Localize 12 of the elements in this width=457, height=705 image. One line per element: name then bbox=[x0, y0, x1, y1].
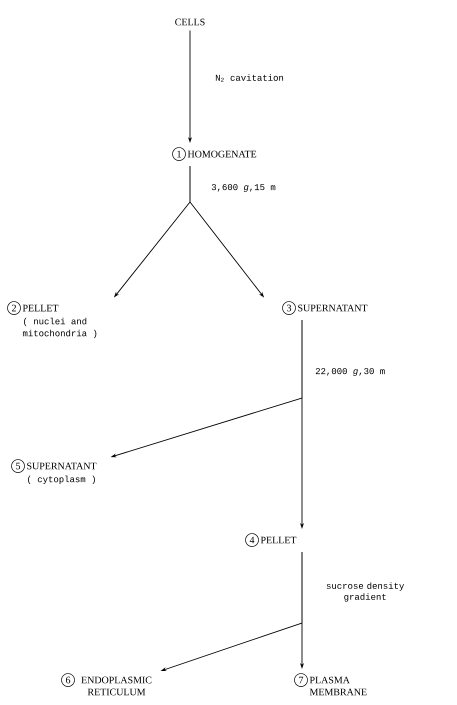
stage-label: 2 PELLET ( nuclei and mitochondria ) bbox=[7, 301, 96, 338]
stage-label: 5 SUPERNATANT ( cytoplasm ) bbox=[11, 459, 96, 484]
stage-label: 7 PLASMA MEMBRANE bbox=[294, 673, 367, 696]
edge-label: 22,000 g,30 m bbox=[316, 368, 385, 376]
stage-label: 1 HOMOGENATE bbox=[172, 147, 256, 161]
edge-label: sucrose density gradient bbox=[326, 582, 404, 602]
stage-label: CELLS bbox=[175, 18, 205, 26]
stage-label: 6 ENDOPLASMIC RETICULUM bbox=[61, 673, 152, 696]
stage-label: 3 SUPERNATANT bbox=[282, 301, 368, 315]
edge-label: N$_{2}$ cavitation bbox=[216, 74, 284, 82]
stage-label: 4 PELLET bbox=[245, 533, 296, 547]
edge-label: 3,600 g,15 m bbox=[212, 184, 276, 192]
